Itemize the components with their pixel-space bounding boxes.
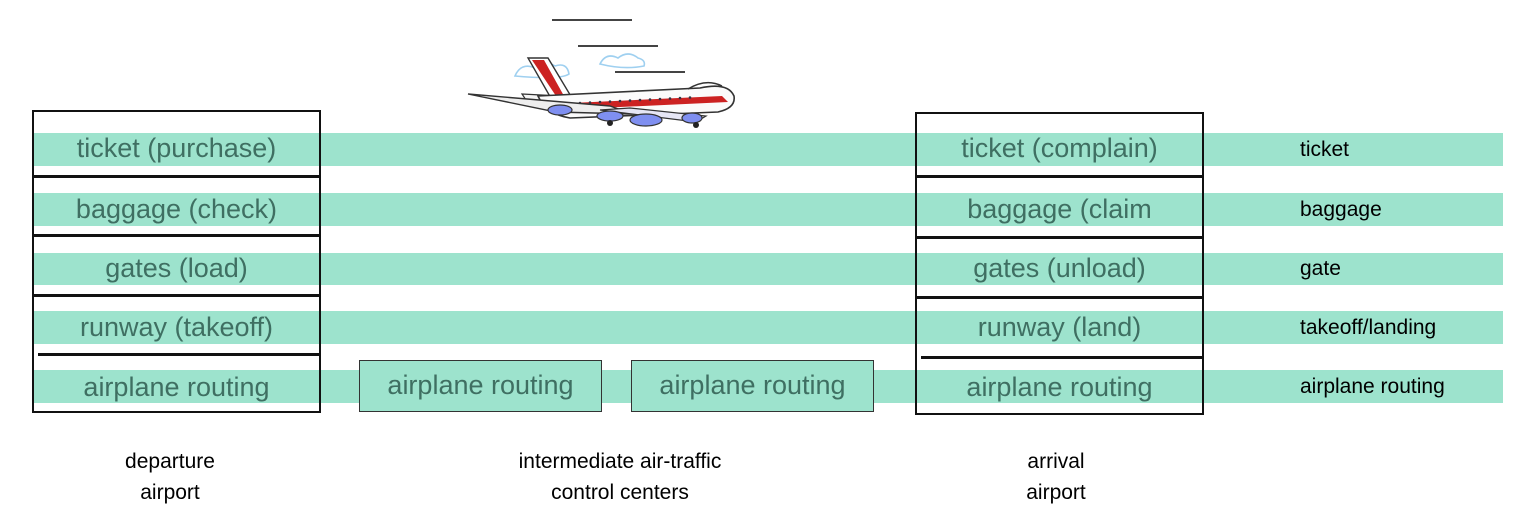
arrival-divider: [915, 175, 1204, 178]
arrival-divider: [921, 356, 1202, 359]
intermediate-routing-box: [359, 360, 602, 412]
intermediate-centers-caption: intermediate air-traffic control centers: [470, 446, 770, 508]
intermediate-routing-label: airplane routing: [387, 370, 574, 400]
caption-line: intermediate air-traffic: [518, 450, 722, 473]
intermediate-routing-box: [631, 360, 874, 412]
layer-band-takeoff-landing: [34, 311, 1503, 344]
caption-line: control centers: [551, 481, 689, 504]
arrival-layer-baggage: baggage (claim: [967, 194, 1152, 224]
caption-line: airport: [140, 481, 200, 504]
departure-layer-runway: runway (takeoff): [79, 312, 274, 342]
arrival-layer-ticket: ticket (complain): [961, 133, 1158, 163]
departure-divider: [38, 353, 319, 356]
departure-divider: [32, 175, 321, 178]
departure-airport-stack: [32, 110, 321, 413]
caption-line: departure: [125, 450, 215, 473]
caption-line: airport: [1026, 481, 1086, 504]
arrival-airport-caption: arrival airport: [956, 446, 1156, 508]
arrival-divider: [915, 296, 1204, 299]
airplane-icon: [467, 19, 735, 128]
function-label-airplane-routing: airplane routing: [1300, 375, 1445, 398]
departure-layer-routing: airplane routing: [83, 372, 270, 402]
arrival-layer-runway: runway (land): [977, 312, 1142, 342]
layer-band-baggage: [34, 193, 1503, 226]
departure-airport-caption: departure airport: [70, 446, 270, 508]
arrival-layer-routing: airplane routing: [966, 372, 1153, 402]
function-label-gate: gate: [1300, 257, 1341, 280]
arrival-airport-stack: [915, 112, 1204, 415]
departure-layer-ticket: ticket (purchase): [76, 133, 277, 163]
departure-layer-gates: gates (load): [105, 253, 248, 283]
departure-divider: [32, 234, 321, 237]
intermediate-routing-label: airplane routing: [659, 370, 846, 400]
arrival-layer-gates: gates (unload): [973, 253, 1146, 283]
arrival-divider: [915, 236, 1204, 239]
caption-line: arrival: [1027, 450, 1085, 473]
departure-divider: [32, 294, 321, 297]
layer-band-gate: [34, 253, 1503, 285]
function-label-baggage: baggage: [1300, 198, 1382, 221]
function-label-ticket: ticket: [1300, 138, 1350, 161]
departure-layer-baggage: baggage (check): [75, 194, 278, 224]
layer-band-ticket: [34, 133, 1503, 166]
function-label-takeoff-landing: takeoff/landing: [1300, 316, 1437, 339]
